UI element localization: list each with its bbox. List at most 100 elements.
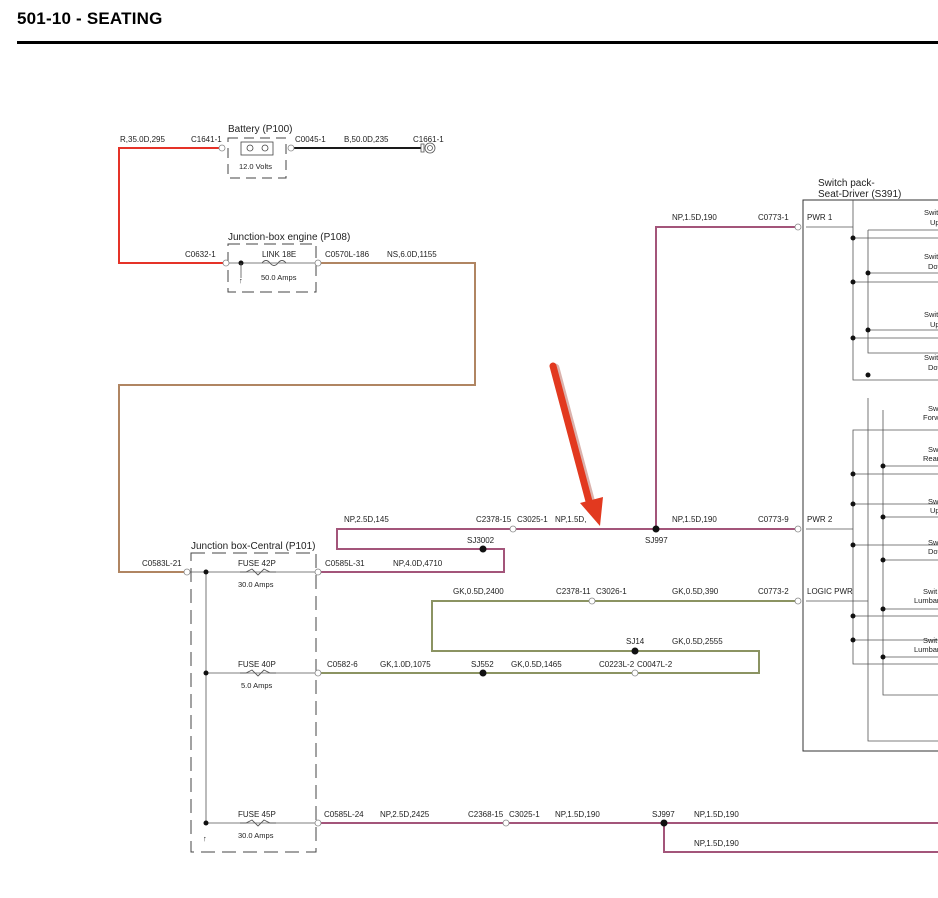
c0223l-2-label: C0223L-2	[599, 660, 635, 669]
switch-label-8a: Swit	[928, 538, 938, 547]
pin-pwr2: PWR 2	[807, 515, 833, 524]
np-bottom-3-label: NP,1.5D,190	[694, 839, 739, 848]
page-title: 501-10 - SEATING	[17, 9, 163, 28]
fuse-b-icon	[240, 669, 276, 677]
connector-pin	[794, 223, 802, 231]
connector-pin	[183, 568, 191, 576]
fuse-c-icon	[240, 819, 276, 827]
connector-pin	[509, 525, 517, 533]
battery-box	[227, 137, 287, 179]
np-1-5-label: NP,1.5D,	[555, 515, 586, 524]
switch-label-9a: Swit	[923, 587, 938, 596]
switch-label-10a: Swit	[923, 636, 938, 645]
fuse-a-icon	[240, 568, 276, 576]
annotation-arrow-icon	[549, 362, 603, 526]
c3025-1-label: C3025-1	[517, 515, 548, 524]
switch-label-2b: Dow	[928, 262, 938, 271]
switch-pack-internal-wiring	[806, 200, 938, 742]
np-wire-bottom-branch	[663, 823, 938, 853]
battery-ground-conn: C1661-1	[413, 135, 444, 144]
up-arrow-icon: ↑	[203, 834, 207, 843]
c2378-11-label: C2378-11	[556, 587, 591, 596]
gk-top-left-label: GK,0.5D,2400	[453, 587, 504, 596]
sj552-label: SJ552	[471, 660, 494, 669]
splice-dot	[203, 820, 209, 826]
connector-pin	[631, 669, 639, 677]
gk-sj552-label: GK,0.5D,1465	[511, 660, 562, 669]
gk-sj14-label: GK,0.5D,2555	[672, 637, 723, 646]
np-upper-wire-label: NP,2.5D,145	[344, 515, 389, 524]
connector-pin	[287, 144, 295, 152]
np-pwr2-label: NP,1.5D,190	[672, 515, 717, 524]
switch-label-6a: Swit	[928, 445, 938, 454]
fuse-a-rating: 30.0 Amps	[238, 580, 274, 589]
junction-central-title: Junction box-Central (P101)	[191, 541, 316, 552]
gk-wire-logic	[318, 600, 798, 674]
switch-label-6b: Rear	[923, 454, 938, 463]
battery-voltage: 12.0 Volts	[239, 162, 272, 171]
connector-pin	[314, 669, 322, 677]
battery-left-wire: R,35.0D,295	[120, 135, 165, 144]
splice-sj3002	[479, 545, 487, 553]
splice-sj552	[479, 669, 487, 677]
splice-dot	[203, 670, 209, 676]
np-top-vertical-label: NP,1.5D,190	[672, 213, 717, 222]
link-rating: 50.0 Amps	[261, 273, 297, 282]
fuse-b-wire: GK,1.0D,1075	[380, 660, 431, 669]
switch-pack-box	[802, 199, 938, 752]
fuse-a-conn: C0585L-31	[325, 559, 365, 568]
fusible-link-icon	[261, 260, 287, 266]
up-arrow-icon: ↑	[239, 276, 243, 285]
connector-pin	[314, 819, 322, 827]
connector-pin	[218, 144, 226, 152]
sj997-label: SJ997	[645, 536, 668, 545]
sj14-label: SJ14	[626, 637, 645, 646]
c0773-2-label: C0773-2	[758, 587, 789, 596]
switch-pack-junction-dots	[850, 235, 886, 660]
np-wire-pwr1	[655, 226, 798, 529]
fuse-c-wire: NP,2.5D,2425	[380, 810, 430, 819]
np-wire-loop	[318, 528, 798, 573]
sj3002-label: SJ3002	[467, 536, 495, 545]
battery-left-conn: C1641-1	[191, 135, 222, 144]
link-name: LINK 18E	[262, 250, 296, 259]
fuse-a-name: FUSE 42P	[238, 559, 276, 568]
connector-pin	[314, 568, 322, 576]
junction-engine-box	[227, 243, 317, 293]
battery-terminal-minus	[261, 144, 269, 152]
switch-label-4b: Dow	[928, 363, 938, 372]
fuse-b-name: FUSE 40P	[238, 660, 276, 669]
c0773-1-label: C0773-1	[758, 213, 789, 222]
connector-pin	[502, 819, 510, 827]
fuse-c-rating: 30.0 Amps	[238, 831, 274, 840]
switch-label-5b: Forw	[923, 413, 938, 422]
fuse-b-conn: C0582-6	[327, 660, 358, 669]
fuse-c-conn: C0585L-24	[324, 810, 364, 819]
gk-logic-label: GK,0.5D,390	[672, 587, 719, 596]
np-bottom-2-label: NP,1.5D,190	[694, 810, 739, 819]
connector-pin	[314, 259, 322, 267]
pin-pwr1: PWR 1	[807, 213, 833, 222]
connector-pin	[794, 525, 802, 533]
switch-label-7a: Swit	[928, 497, 938, 506]
switch-pack-title-1: Switch pack-	[818, 178, 875, 189]
switch-pack-title-2: Seat-Driver (S391)	[818, 189, 901, 200]
c2378-15-label: C2378-15	[476, 515, 512, 524]
connector-pin	[794, 597, 802, 605]
switch-label-1a: Swit	[924, 208, 938, 217]
junction-central-left-conn: C0583L-21	[142, 559, 182, 568]
switch-label-5a: Swit	[928, 404, 938, 413]
switch-label-9b: Lumbar	[914, 596, 938, 605]
switch-label-8b: Dow	[928, 547, 938, 556]
ground-symbol	[420, 143, 425, 153]
junction-engine-right-wire: NS,6.0D,1155	[387, 250, 437, 259]
switch-label-3b: Up	[930, 320, 938, 329]
c2368-15-label: C2368-15	[468, 810, 504, 819]
c3025-1b-label: C3025-1	[509, 810, 540, 819]
battery-right-wire: B,50.0D,235	[344, 135, 389, 144]
np-bottom-1-label: NP,1.5D,190	[555, 810, 600, 819]
title-rule	[17, 41, 938, 44]
c0047l-2-label: C0047L-2	[637, 660, 673, 669]
ground-icon	[424, 142, 436, 154]
